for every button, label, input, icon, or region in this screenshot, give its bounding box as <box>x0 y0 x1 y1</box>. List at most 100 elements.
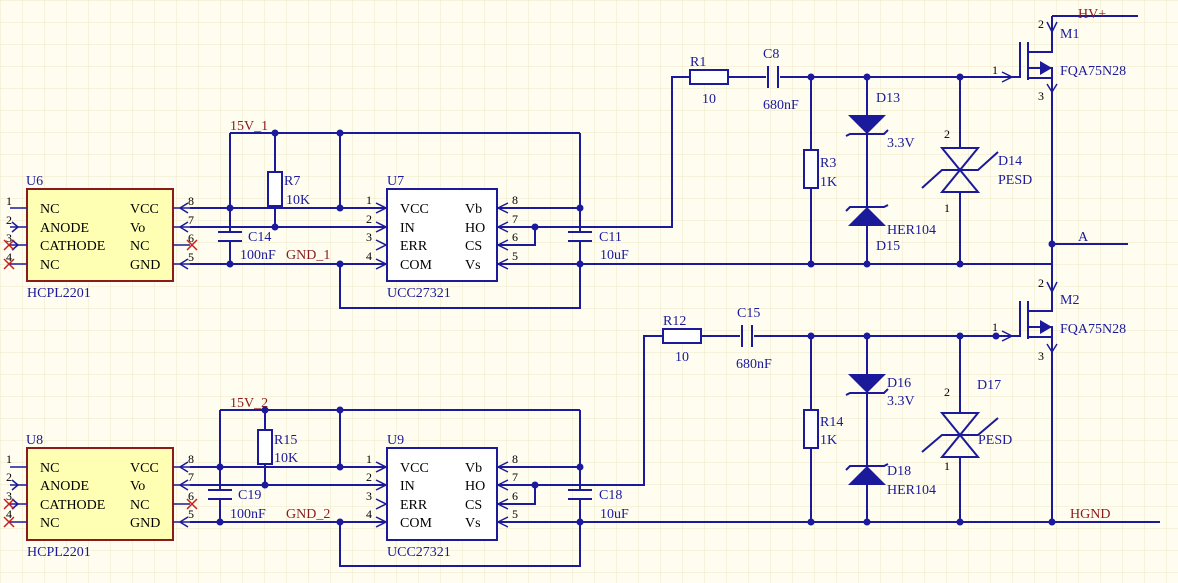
zener-diode-d16[interactable]: D16 3.3V <box>845 374 915 409</box>
c14-ref: C14 <box>248 230 271 245</box>
u7-pin3-name: ERR <box>400 239 428 254</box>
c14-value: 100nF <box>240 248 276 263</box>
u7-pin8-name: Vb <box>465 202 482 217</box>
m2-part: FQA75N28 <box>1060 322 1126 337</box>
u6-body <box>26 188 174 282</box>
u9-pin-num-6: 6 <box>512 489 518 503</box>
u6-pin8-name: VCC <box>130 202 159 217</box>
net-a: A <box>1078 230 1089 245</box>
u8-ref: U8 <box>26 433 43 448</box>
u6-pin-num-8: 8 <box>188 194 194 208</box>
d16-value: 3.3V <box>887 394 915 409</box>
d15-ref: D15 <box>876 239 900 254</box>
u9-part: UCC27321 <box>387 545 451 560</box>
u9-pin-num-4: 4 <box>366 507 372 521</box>
c15-value: 680nF <box>736 357 772 372</box>
u6-pin1-name: NC <box>40 202 59 217</box>
u9-pin2-name: IN <box>400 479 415 494</box>
mosfet-m1[interactable]: 1 2 3 M1 FQA75N28 <box>992 16 1126 264</box>
r1-value: 10 <box>702 92 716 107</box>
u8-body <box>26 447 174 541</box>
stage-low-side: U8 HCPL2201 NC ANODE CATHODE NC VCC Vo N… <box>3 244 1160 567</box>
resistor-r1[interactable]: R1 10 <box>689 55 729 107</box>
capacitor-c14[interactable]: C14 100nF <box>218 230 276 263</box>
u7-part: UCC27321 <box>387 286 451 301</box>
r15-value: 10K <box>274 451 298 466</box>
resistor-r15[interactable]: R15 10K <box>257 429 298 466</box>
optocoupler-u8[interactable]: U8 HCPL2201 NC ANODE CATHODE NC VCC Vo N… <box>3 433 198 560</box>
diode-d18[interactable]: D18 HER104 <box>845 463 936 498</box>
zener-diode-d13[interactable]: D13 3.3V <box>845 91 915 151</box>
u8-pin3-name: CATHODE <box>40 498 105 513</box>
d14-ref: D14 <box>998 154 1022 169</box>
tvs-diode-d17[interactable]: 2 1 D17 PESD <box>921 378 1012 473</box>
u8-pin-num-2: 2 <box>6 470 12 484</box>
m1-ref: M1 <box>1060 27 1079 42</box>
u6-pin5-name: GND <box>130 258 160 273</box>
d14-pin-1: 1 <box>944 201 950 215</box>
d16-ref: D16 <box>887 376 911 391</box>
u9-pin8-name: Vb <box>465 461 482 476</box>
capacitor-c8[interactable]: C8 680nF <box>763 47 799 113</box>
u7-pin-num-3: 3 <box>366 230 372 244</box>
r12-value: 10 <box>675 350 689 365</box>
u8-pin4-name: NC <box>40 516 59 531</box>
u8-pin2-name: ANODE <box>40 479 89 494</box>
m2-pin-1: 1 <box>992 320 998 334</box>
capacitor-c18[interactable]: C18 10uF <box>568 488 629 522</box>
u7-pin7-name: HO <box>465 221 485 236</box>
u7-pin-num-4: 4 <box>366 249 372 263</box>
d17-ref: D17 <box>977 378 1001 393</box>
d13-ref: D13 <box>876 91 900 106</box>
c8-value: 680nF <box>763 98 799 113</box>
capacitor-c15[interactable]: C15 680nF <box>736 306 772 372</box>
u6-pin-num-2: 2 <box>6 213 12 227</box>
c19-value: 100nF <box>230 507 266 522</box>
u9-pin4-name: COM <box>400 516 432 531</box>
tvs-diode-d14[interactable]: 2 1 D14 PESD <box>921 127 1032 215</box>
u6-pin-num-1: 1 <box>6 194 12 208</box>
u9-body <box>386 447 498 541</box>
u7-pin-num-1: 1 <box>366 193 372 207</box>
net-15v-2: 15V_2 <box>230 396 268 411</box>
resistor-r7[interactable]: R7 10K <box>267 171 310 208</box>
u6-pin7-name: Vo <box>130 221 145 236</box>
r15-ref: R15 <box>274 433 297 448</box>
m1-pin-1: 1 <box>992 63 998 77</box>
u8-pin-num-8: 8 <box>188 452 194 466</box>
optocoupler-u6[interactable]: U6 HCPL2201 NC ANODE CATHODE NC VCC Vo N… <box>3 174 198 301</box>
resistor-r12[interactable]: R12 10 <box>662 314 702 365</box>
u6-pin-num-3: 3 <box>6 231 12 245</box>
driver-u7[interactable]: U7 UCC27321 VCC IN ERR COM Vb HO CS Vs 1… <box>366 174 518 301</box>
m1-pin-2: 2 <box>1038 17 1044 31</box>
r14-ref: R14 <box>820 415 843 430</box>
u9-pin-num-1: 1 <box>366 452 372 466</box>
u8-pin7-name: Vo <box>130 479 145 494</box>
u6-pin-num-5: 5 <box>188 250 194 264</box>
net-gnd-2: GND_2 <box>286 507 330 522</box>
m1-pin-3: 3 <box>1038 89 1044 103</box>
m1-part: FQA75N28 <box>1060 64 1126 79</box>
u8-part: HCPL2201 <box>27 545 91 560</box>
resistor-r3[interactable]: R3 1K <box>803 149 837 190</box>
resistor-r14[interactable]: R14 1K <box>803 409 843 449</box>
u9-pin-num-8: 8 <box>512 452 518 466</box>
u9-pin-num-2: 2 <box>366 470 372 484</box>
diode-d15[interactable]: HER104 D15 <box>845 204 936 254</box>
c15-ref: C15 <box>737 306 760 321</box>
capacitor-c19[interactable]: C19 100nF <box>208 488 266 522</box>
m2-ref: M2 <box>1060 293 1079 308</box>
mosfet-m2[interactable]: 1 2 3 M2 FQA75N28 <box>992 244 1126 522</box>
capacitor-c11[interactable]: C11 10uF <box>568 230 629 263</box>
d17-value: PESD <box>978 433 1012 448</box>
u6-ref: U6 <box>26 174 43 189</box>
u9-pin7-name: HO <box>465 479 485 494</box>
u9-pin-num-7: 7 <box>512 470 518 484</box>
u7-pin-num-2: 2 <box>366 212 372 226</box>
driver-u9[interactable]: U9 UCC27321 VCC IN ERR COM Vb HO CS Vs 1… <box>366 433 518 560</box>
u8-pin-num-5: 5 <box>188 507 194 521</box>
u8-pin-num-3: 3 <box>6 489 12 503</box>
r3-ref: R3 <box>820 156 836 171</box>
